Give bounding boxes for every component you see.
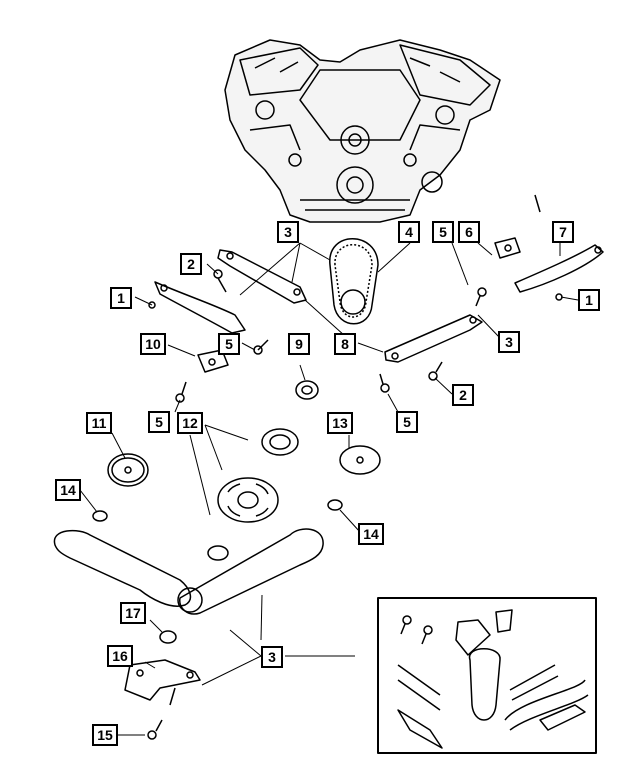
callout-9: 9 <box>288 333 310 355</box>
callout-4: 4 <box>398 221 420 243</box>
callout-5-b: 5 <box>148 411 170 433</box>
chain-guide-upper <box>217 249 307 304</box>
chain-guide-right-upper <box>514 244 604 293</box>
inset-box <box>377 597 597 754</box>
callout-14-left: 14 <box>55 479 81 501</box>
callout-3-bottom: 3 <box>261 646 283 668</box>
sprocket-12-upper <box>261 428 299 456</box>
bracket-16 <box>124 659 201 706</box>
tensioner-right <box>494 237 521 259</box>
callout-5-a: 5 <box>218 333 240 355</box>
callout-13: 13 <box>327 412 353 434</box>
o-ring <box>207 545 229 561</box>
primary-chain <box>329 238 379 325</box>
washer-17 <box>159 630 177 644</box>
washer-14-right <box>327 499 343 511</box>
callout-15: 15 <box>92 724 118 746</box>
callout-1-right: 1 <box>578 289 600 311</box>
leader-lines <box>79 241 579 736</box>
callout-8: 8 <box>334 333 356 355</box>
tensioner-left <box>197 349 229 373</box>
callout-2-bottom: 2 <box>452 384 474 406</box>
chain-guide-right-lower <box>384 314 483 363</box>
sprocket-11 <box>107 453 149 487</box>
callout-11: 11 <box>86 412 112 434</box>
sprocket-13 <box>339 445 381 475</box>
callout-14-right: 14 <box>358 523 384 545</box>
washer-14-left <box>92 510 108 522</box>
callout-3-mid: 3 <box>498 331 520 353</box>
callout-16: 16 <box>107 645 133 667</box>
callout-5-top: 5 <box>432 221 454 243</box>
sprocket-9 <box>295 380 319 400</box>
callout-12: 12 <box>177 412 203 434</box>
callout-10: 10 <box>140 333 166 355</box>
callout-6: 6 <box>458 221 480 243</box>
sprocket-12-lower <box>217 477 279 523</box>
callout-1-left: 1 <box>110 287 132 309</box>
engine-block <box>224 39 501 223</box>
chain-guide-left <box>154 281 246 334</box>
bolt-15 <box>147 719 163 740</box>
callout-2-top: 2 <box>180 253 202 275</box>
callout-5-c: 5 <box>396 411 418 433</box>
bolts <box>148 194 563 403</box>
callout-17: 17 <box>120 602 146 624</box>
callout-7: 7 <box>552 221 574 243</box>
secondary-chain <box>53 528 324 615</box>
callout-3-top: 3 <box>277 221 299 243</box>
